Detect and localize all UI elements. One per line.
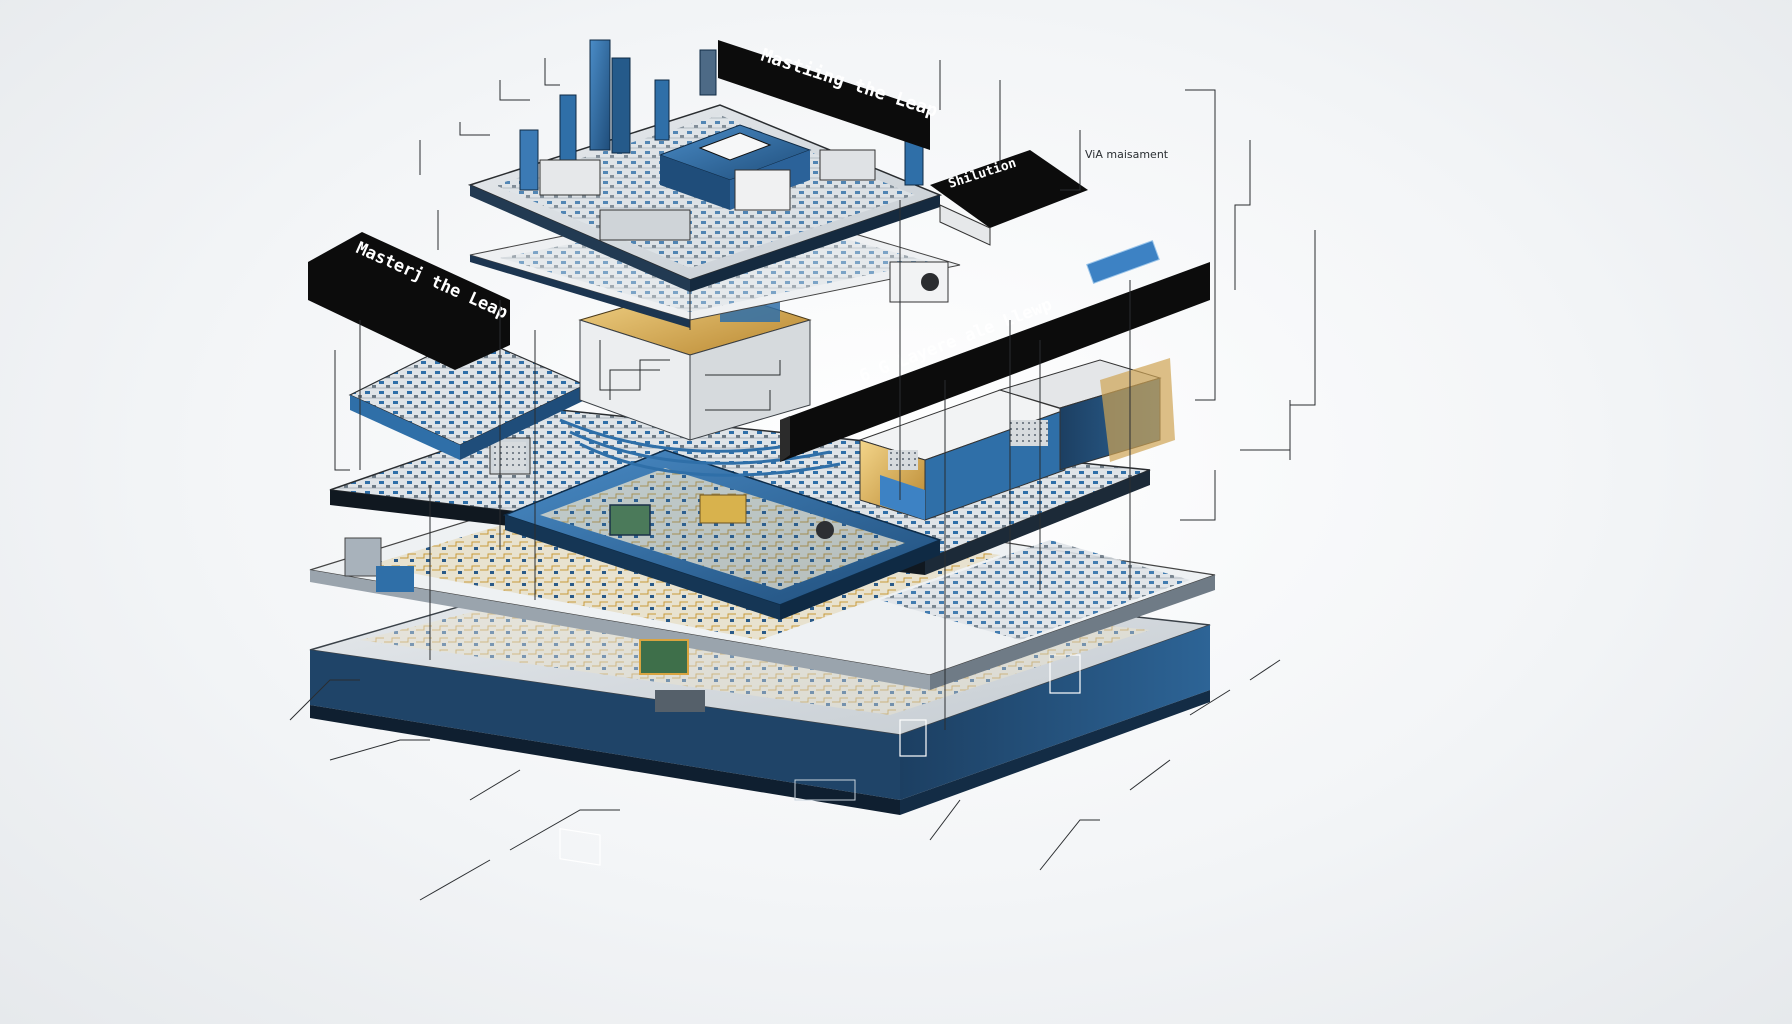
layer-top-board bbox=[467, 39, 943, 292]
chip-icon bbox=[639, 639, 689, 675]
connector-icon bbox=[655, 690, 705, 712]
chip-icon bbox=[609, 504, 651, 536]
banner-small: Shilution bbox=[930, 150, 1088, 246]
callout-labels: ViA maisament bbox=[1085, 148, 1169, 161]
via-callout: ViA maisament bbox=[1085, 148, 1169, 161]
callout-leaders bbox=[289, 58, 1316, 901]
layer-middle bbox=[348, 284, 1175, 521]
server-tower-icon bbox=[519, 39, 924, 191]
